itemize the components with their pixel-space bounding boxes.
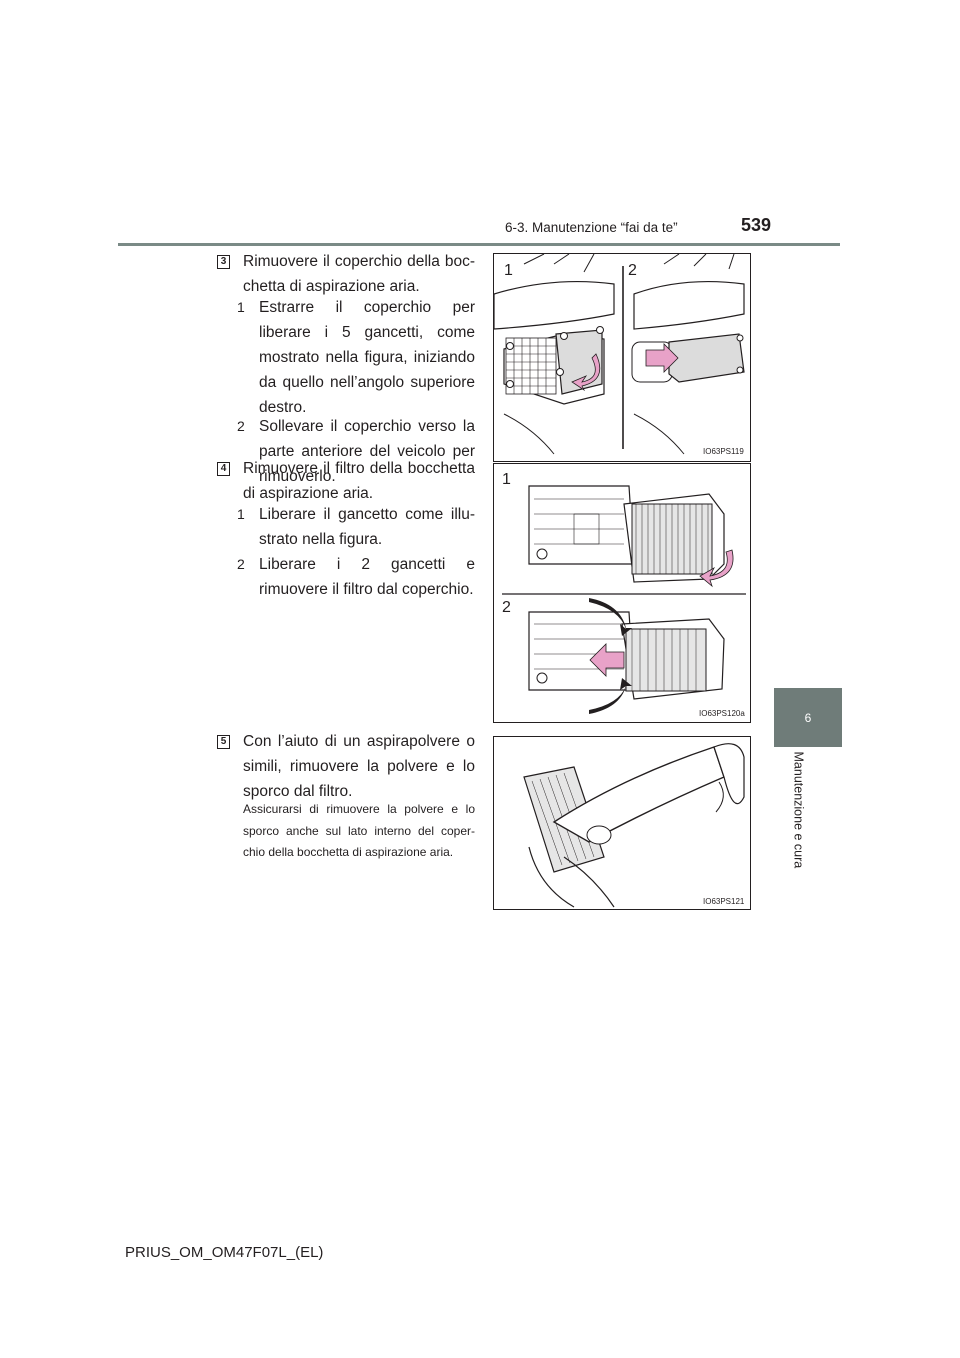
figure-3-callout-2: 2 [628, 262, 637, 279]
figure-4-code: IO63PS120a [699, 709, 745, 718]
step-3-line-2: chetta di aspirazione aria. [243, 278, 420, 295]
vacuum-cleaning-illustration [523, 743, 745, 908]
substep-3-1-text: Estrarre il coperchio per liberare i 5 g… [259, 299, 475, 416]
figure-4-callout-2: 2 [502, 599, 511, 616]
step-3-text: Rimuovere il coperchio della boc- chetta… [243, 249, 475, 299]
header-rule [118, 243, 840, 246]
document-code-footer: PRIUS_OM_OM47F07L_(EL) [125, 1244, 324, 1261]
figure-air-inlet-cover-removal: 1 2 IO63PS119 [493, 253, 751, 462]
substep-3-2-text: Sollevare il coperchio verso la parte an… [259, 418, 475, 485]
figure-5-code: IO63PS121 [703, 897, 745, 906]
step-marker-5: 5 [217, 735, 230, 749]
step-4-line-2: di aspirazione aria. [243, 485, 374, 502]
step-3-line-1: Rimuovere il coperchio della boc- [243, 253, 475, 270]
step-marker-4: 4 [217, 462, 230, 476]
running-header-section: 6-3. Manutenzione “fai da te” [505, 220, 678, 235]
substep-4-1-text: Liberare il gancetto come illu-strato ne… [259, 506, 475, 548]
substep-4-1-number: 1 [237, 506, 245, 522]
figure-3-code: IO63PS119 [703, 447, 744, 456]
chapter-tab: 6 [774, 688, 842, 747]
substep-4-2-text: Liberare i 2 gancetti e rimuovere il fil… [259, 556, 475, 598]
figure-3-callout-1: 1 [504, 262, 513, 279]
step-4-line-1: Rimuovere il filtro della bocchetta [243, 460, 475, 477]
page-number: 539 [741, 215, 772, 235]
substep-4-2-number: 2 [237, 556, 245, 572]
filter-removal-illustration [502, 485, 746, 714]
chapter-side-title: Manutenzione e cura [788, 751, 808, 880]
substep-3-1-number: 1 [237, 299, 245, 315]
step-marker-3: 3 [217, 255, 230, 269]
step-4-text: Rimuovere il filtro della bocchetta di a… [243, 456, 475, 506]
step-5-note: Assicurarsi di rimuovere la polvere e lo… [243, 802, 475, 859]
figure-4-callout-1: 1 [502, 471, 511, 488]
chapter-title: Manutenzione e cura [791, 751, 806, 869]
chapter-number: 6 [804, 710, 812, 725]
step-5-text: Con l’aiuto di un aspirapolvere o simili… [243, 733, 475, 800]
substep-3-2-number: 2 [237, 418, 245, 434]
figure-vacuum-filter: IO63PS121 [493, 736, 751, 910]
figure-filter-removal: 1 2 IO63PS120a [493, 463, 751, 723]
air-inlet-cover-illustration [494, 254, 745, 455]
